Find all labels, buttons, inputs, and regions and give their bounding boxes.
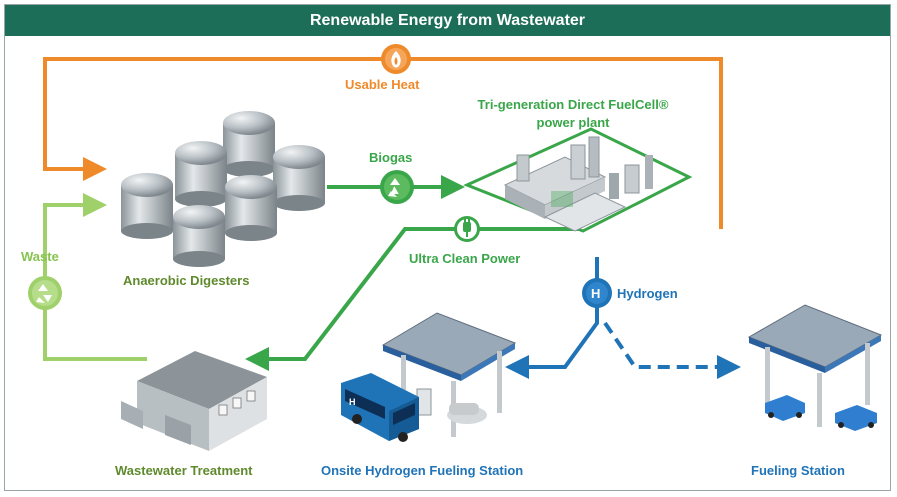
hydrogen-bus: H bbox=[341, 373, 419, 442]
wastewater-treatment-label: Wastewater Treatment bbox=[115, 463, 253, 478]
wastewater-treatment-building bbox=[121, 351, 267, 451]
fuel-cell-label-line1: Tri-generation Direct FuelCell® bbox=[477, 97, 669, 112]
usable-heat-flow bbox=[43, 57, 723, 229]
hydrogen-icon: H bbox=[582, 278, 612, 308]
power-flow bbox=[245, 227, 585, 371]
anaerobic-digesters bbox=[121, 111, 325, 267]
svg-text:H: H bbox=[349, 397, 356, 407]
biogas-label: Biogas bbox=[369, 150, 413, 165]
ultra-clean-power-label: Ultra Clean Power bbox=[409, 251, 521, 266]
hydrogen-flow-onsite bbox=[505, 257, 599, 379]
anaerobic-digesters-label: Anaerobic Digesters bbox=[123, 273, 250, 288]
onsite-station-label: Onsite Hydrogen Fueling Station bbox=[321, 463, 524, 478]
waste-recycle-icon bbox=[28, 276, 62, 310]
fuel-cell-plant bbox=[463, 127, 693, 233]
flow-diagram: H bbox=[28, 44, 883, 451]
waste-label: Waste bbox=[21, 249, 59, 264]
fuel-cell-label-line2: power plant bbox=[536, 115, 610, 130]
recycle-icon bbox=[380, 170, 414, 204]
onsite-fueling-station bbox=[381, 312, 517, 437]
diagram-frame: Renewable Energy from Wastewater bbox=[4, 4, 891, 491]
fueling-station-label: Fueling Station bbox=[751, 463, 845, 478]
title-bar: Renewable Energy from Wastewater bbox=[5, 5, 890, 36]
usable-heat-label: Usable Heat bbox=[345, 77, 420, 92]
svg-text:H: H bbox=[591, 286, 600, 301]
hydrogen-flow-offsite bbox=[603, 321, 741, 379]
remote-fueling-station bbox=[747, 304, 883, 431]
flame-icon bbox=[381, 44, 411, 74]
plug-icon bbox=[454, 216, 480, 242]
diagram-title: Renewable Energy from Wastewater bbox=[309, 11, 586, 29]
hydrogen-label: Hydrogen bbox=[617, 286, 678, 301]
